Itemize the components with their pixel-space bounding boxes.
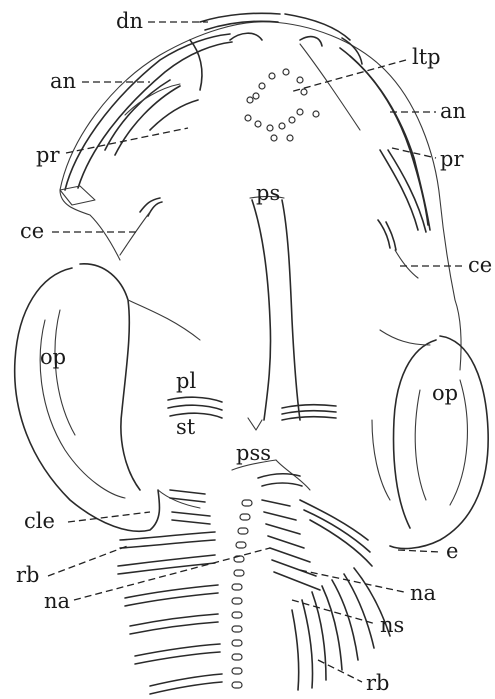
vertebral-column (232, 500, 252, 688)
label-cle: cle (24, 509, 55, 533)
left-ribs (118, 490, 222, 694)
label-an-left: an (50, 69, 76, 93)
label-ce-left: ce (20, 219, 44, 243)
label-rb-left: rb (16, 563, 39, 587)
label-st: st (176, 415, 196, 439)
label-e: e (446, 539, 458, 563)
right-operculum (390, 336, 488, 548)
label-op-right: op (432, 381, 458, 405)
label-op-left: op (40, 345, 66, 369)
right-neural-arches (262, 500, 372, 590)
label-na-right: na (410, 581, 436, 605)
pore-cluster (245, 69, 319, 141)
parasphenoid (250, 197, 300, 421)
label-an-right: an (440, 99, 466, 123)
label-rb-bottom: rb (366, 671, 389, 695)
label-pss: pss (236, 441, 271, 465)
label-na-left: na (44, 589, 70, 613)
right-rostral-bones (300, 44, 430, 232)
label-ps: ps (256, 181, 280, 205)
ceratohyals (120, 198, 418, 278)
label-pr-right: pr (440, 147, 464, 171)
body-outline (128, 300, 430, 508)
label-ce-right: ce (468, 253, 492, 277)
labels: dn an ltp an pr pr ps ce ce op op pl st … (16, 9, 492, 695)
leader-lines (48, 22, 464, 682)
label-pl: pl (176, 369, 196, 393)
left-rostral-bones (60, 34, 232, 205)
label-ns: ns (380, 613, 404, 637)
label-pr-left: pr (36, 143, 60, 167)
label-ltp: ltp (412, 45, 441, 69)
label-dn: dn (116, 9, 143, 33)
